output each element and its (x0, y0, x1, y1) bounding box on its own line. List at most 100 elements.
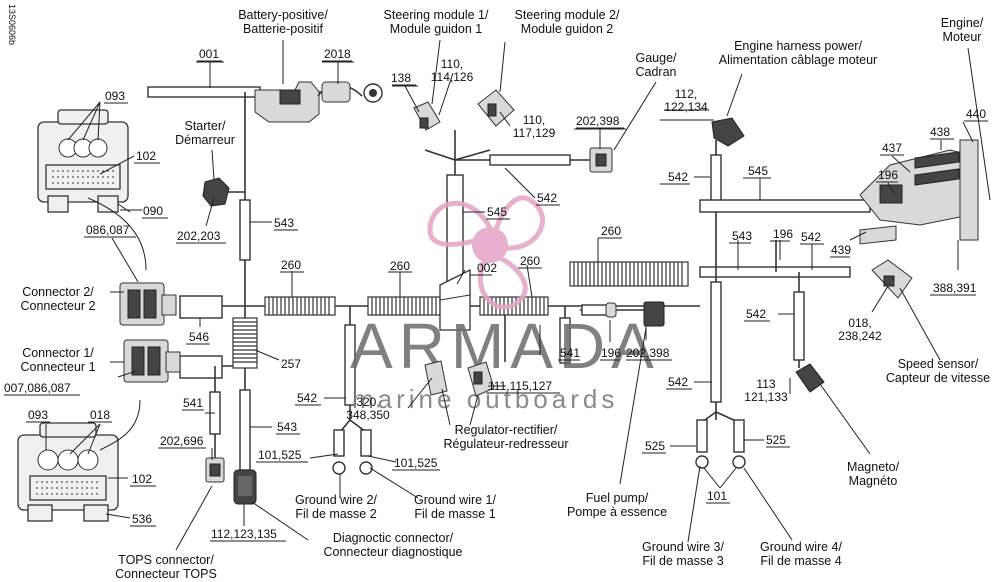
callout-202-696: 202,696 (160, 434, 204, 448)
callout-018-bottom: 018 (90, 408, 110, 422)
callout-196-right: 196 (773, 227, 793, 241)
callout-542-center: 542 (537, 191, 557, 205)
callout-536: 536 (132, 512, 152, 526)
callout-545-right: 545 (748, 164, 768, 178)
corrugated-conduit-260-d (569, 261, 689, 287)
callout-542-magneto: 542 (746, 307, 766, 321)
ground-wire-2-terminal (332, 461, 346, 475)
label-diagnostic-connector: Diagnoctic connector/Connecteur diagnost… (324, 531, 463, 559)
callout-202-398-top: 202,398 (576, 114, 620, 128)
steering-module-2-connector[interactable] (477, 89, 515, 127)
callout-101-bottom: 101 (707, 489, 727, 503)
callout-090: 090 (143, 204, 163, 218)
callout-260-a: 260 (281, 258, 301, 272)
callout-439: 439 (831, 243, 851, 257)
callout-underlines (4, 60, 988, 542)
label-ground-wire-1: Ground wire 1/Fil de masse 1 (414, 493, 497, 521)
label-tops-connector: TOPS connector/Connecteur TOPS (115, 553, 217, 581)
leader-lines (45, 39, 991, 551)
callout-093-top: 093 (105, 89, 125, 103)
fuel-pump-connector[interactable] (605, 301, 665, 327)
watermark: ARMADA marine outboards (350, 195, 660, 414)
callout-202-398-fuel: 202,398 (626, 346, 670, 360)
callout-111-115-127: 111,115,127 (488, 379, 552, 393)
propeller-logo (427, 195, 545, 310)
connector-1[interactable] (123, 339, 181, 383)
magneto-connector[interactable] (795, 363, 825, 393)
callout-007-086-087: 007,086,087 (4, 381, 71, 395)
callout-101-525-right: 101,525 (394, 456, 438, 470)
callout-440: 440 (966, 107, 986, 121)
callout-2018: 2018 (324, 47, 351, 61)
callout-543-left: 543 (274, 216, 294, 230)
regulator-connector-b[interactable] (467, 361, 495, 397)
callout-388-391: 388,391 (933, 281, 977, 295)
callout-543-right: 543 (732, 229, 752, 243)
callout-320-348-350: 320,348,350 (346, 395, 390, 422)
label-battery-positive: Battery-positive/Batterie-positif (238, 8, 328, 36)
callout-260-d: 260 (601, 224, 621, 238)
label-engine: Engine/Moteur (941, 16, 984, 44)
tops-connector[interactable] (205, 457, 225, 483)
label-connector-1: Connector 1/Connecteur 1 (20, 346, 95, 374)
callout-438: 438 (930, 125, 950, 139)
splice-002 (439, 268, 471, 331)
label-magneto: Magneto/Magnéto (847, 460, 900, 488)
callout-541-left: 541 (183, 396, 203, 410)
callout-525-left: 525 (645, 439, 665, 453)
engine-connector-block[interactable] (859, 139, 979, 245)
callout-260-c: 260 (520, 254, 540, 268)
corrugated-conduit-257 (232, 317, 258, 369)
corrugated-conduit-260-b (367, 296, 441, 316)
starter-connector[interactable] (202, 177, 230, 207)
callout-018-238-242: 018,238,242 (838, 316, 882, 343)
callout-196-engine: 196 (878, 168, 898, 182)
callout-002: 002 (477, 261, 497, 275)
label-speed-sensor: Speed sensor/Capteur de vitesse (886, 357, 990, 385)
connector-detail-top (37, 109, 129, 213)
ground-wire-4-terminal (732, 455, 746, 469)
gauge-connector[interactable] (589, 147, 613, 173)
label-starter: Starter/Démarreur (175, 119, 235, 147)
callout-437: 437 (882, 141, 902, 155)
diagnostic-connector[interactable] (233, 469, 257, 505)
label-steering-module-1: Steering module 1/Module guidon 1 (384, 8, 489, 36)
steering-module-1-connector[interactable] (413, 101, 441, 131)
callout-542-right: 542 (801, 230, 821, 244)
figure-id: 13S0606b (7, 4, 17, 45)
label-connector-2: Connector 2/Connecteur 2 (20, 285, 95, 313)
connector-detail-bottom (17, 422, 119, 522)
connector-2[interactable] (119, 282, 177, 326)
callout-546: 546 (189, 330, 209, 344)
callout-numbers: 001 2018 138 110,114,126 110,117,129 202… (4, 47, 986, 541)
corrugated-conduit-260-a (264, 296, 336, 316)
label-engine-harness-power: Engine harness power/Alimentation câblag… (719, 39, 877, 67)
label-regulator-rectifier: Regulator-rectifier/Régulateur-redresseu… (443, 423, 568, 451)
engine-harness-power-connector[interactable] (711, 117, 745, 147)
callout-110-114-126: 110,114,126 (431, 57, 474, 84)
watermark-brand: ARMADA (350, 310, 660, 382)
label-steering-module-2: Steering module 2/Module guidon 2 (515, 8, 620, 36)
callout-542-right-top: 542 (668, 170, 688, 184)
battery-positive-terminal[interactable] (254, 81, 383, 123)
label-ground-wire-3: Ground wire 3/Fil de masse 3 (642, 540, 725, 568)
callout-001: 001 (199, 47, 219, 61)
regulator-connector-a[interactable] (424, 360, 448, 396)
label-fuel-pump: Fuel pump/Pompe à essence (567, 491, 667, 519)
callout-542-ground: 542 (297, 391, 317, 405)
callout-112-123-135: 112,123,135 (211, 527, 277, 541)
callout-196-fuel: 196 (601, 346, 621, 360)
callout-257: 257 (281, 357, 301, 371)
callout-138: 138 (391, 71, 411, 85)
label-gauge: Gauge/Cadran (635, 51, 677, 79)
label-ground-wire-4: Ground wire 4/Fil de masse 4 (760, 540, 843, 568)
callout-545-center: 545 (487, 205, 507, 219)
ground-wire-1-terminal (359, 461, 373, 475)
callout-542-lower: 542 (668, 375, 688, 389)
label-ground-wire-2: Ground wire 2/Fil de masse 2 (295, 493, 378, 521)
speed-sensor-connector[interactable] (871, 259, 913, 299)
callout-093-bottom: 093 (28, 408, 48, 422)
callout-102-bottom: 102 (132, 472, 152, 486)
